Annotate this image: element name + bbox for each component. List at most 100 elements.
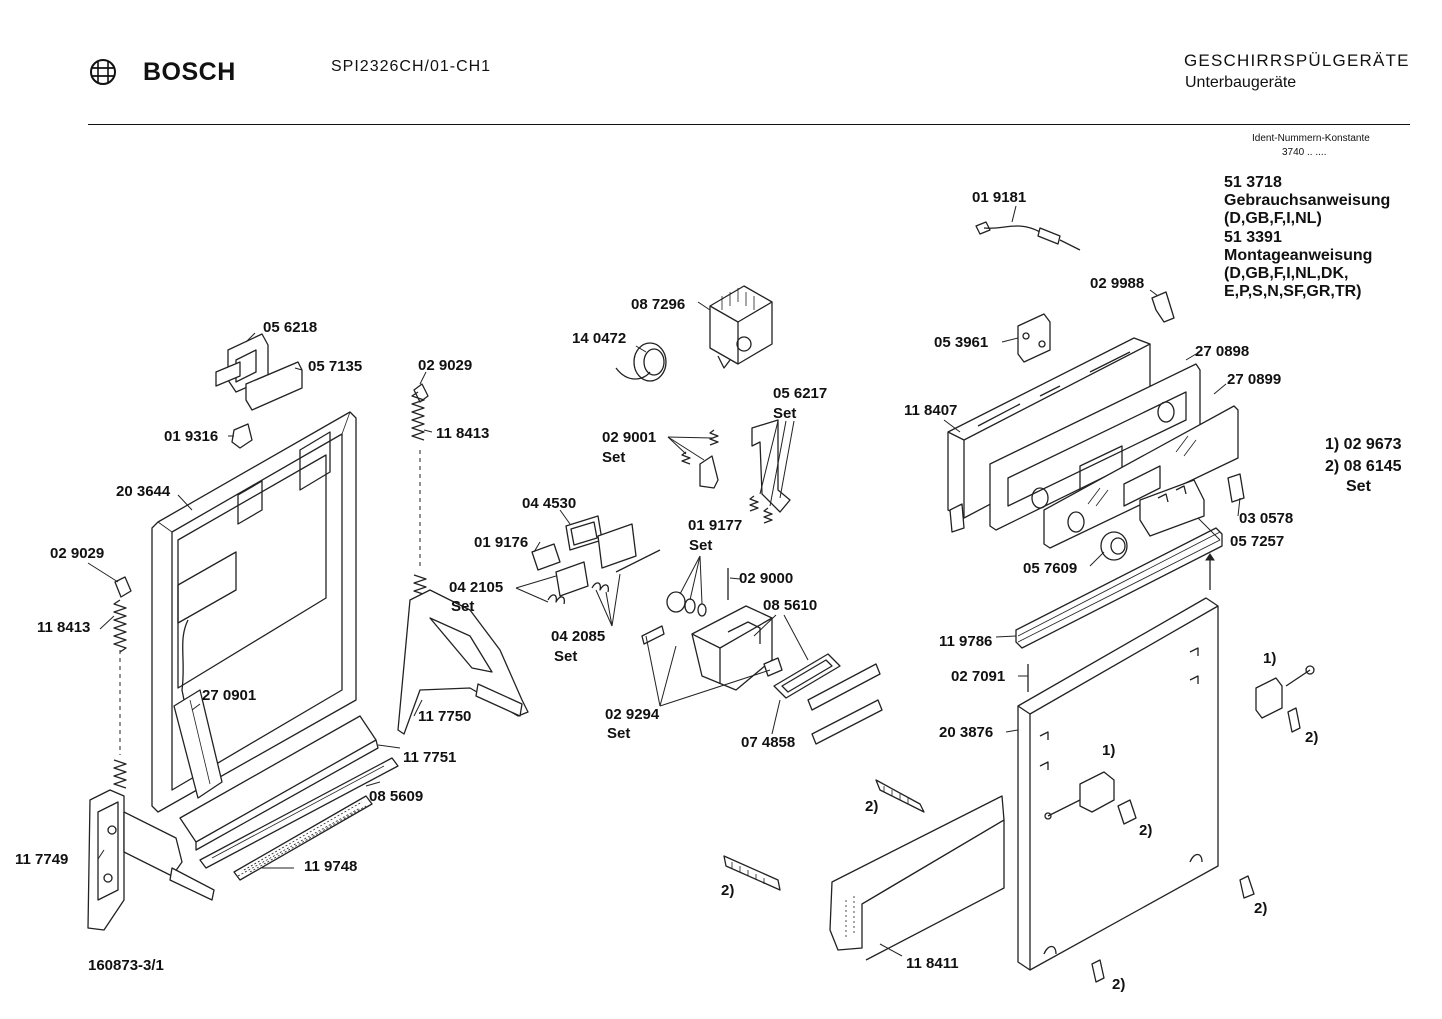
part-label-270899: 27 0899 bbox=[1227, 371, 1282, 388]
header-divider bbox=[88, 124, 1410, 125]
part-label-074858: 07 4858 bbox=[741, 734, 796, 751]
part-label-019177-set: Set bbox=[689, 537, 713, 554]
bracket-part bbox=[749, 419, 791, 524]
hinge-mechanism-left bbox=[87, 789, 215, 931]
part-label-019181: 01 9181 bbox=[972, 189, 1027, 206]
cable-sensor bbox=[975, 221, 1081, 251]
timer-unit bbox=[709, 285, 773, 369]
part-label-029029-left: 02 9029 bbox=[50, 545, 105, 562]
part-label-085609: 08 5609 bbox=[369, 788, 424, 805]
part-label-118413-left: 11 8413 bbox=[37, 619, 91, 636]
category-title: GESCHIRRSPÜLGERÄTE bbox=[1184, 51, 1410, 70]
part-label-118413-right: 11 8413 bbox=[436, 425, 490, 442]
part-label-042105: 04 2105 bbox=[449, 579, 504, 596]
hinge-plate-right bbox=[397, 383, 529, 735]
doc-2-number: 51 3391 bbox=[1224, 229, 1282, 246]
program-knob bbox=[1100, 531, 1128, 561]
part-label-056217: 05 6217 bbox=[773, 385, 828, 402]
part-label-019316: 01 9316 bbox=[164, 428, 219, 445]
screw-part bbox=[1027, 553, 1215, 692]
doc-1-title: Gebrauchsanweisung bbox=[1224, 192, 1391, 209]
part-label-117750: 11 7750 bbox=[418, 708, 472, 725]
part-label-019176: 01 9176 bbox=[474, 534, 529, 551]
legend-item-2: 2) 08 6145 bbox=[1325, 458, 1402, 475]
ref-marker-2-strip-lower: 2) bbox=[721, 882, 735, 899]
bosch-logo-icon bbox=[90, 59, 116, 85]
part-label-029294: 02 9294 bbox=[605, 706, 660, 723]
part-label-117751: 11 7751 bbox=[403, 749, 457, 766]
part-label-053961: 05 3961 bbox=[934, 334, 989, 351]
clip-part bbox=[231, 423, 253, 449]
part-label-118407: 11 8407 bbox=[904, 402, 958, 419]
ref-marker-2-right-upper: 2) bbox=[1305, 729, 1319, 746]
part-label-044530: 04 4530 bbox=[522, 495, 577, 512]
part-label-029000: 02 9000 bbox=[739, 570, 794, 587]
door-handle-part bbox=[1139, 479, 1205, 537]
gasket-frame bbox=[773, 653, 841, 699]
part-label-270898: 27 0898 bbox=[1195, 343, 1250, 360]
rail-long bbox=[179, 715, 399, 869]
push-button-part bbox=[1227, 473, 1245, 503]
category-subtitle: Unterbaugeräte bbox=[1185, 74, 1297, 91]
door-panel bbox=[1017, 597, 1219, 971]
part-label-140472: 14 0472 bbox=[572, 330, 627, 347]
part-label-019177: 01 9177 bbox=[688, 517, 743, 534]
part-label-119748: 11 9748 bbox=[304, 858, 358, 875]
part-label-042085-set: Set bbox=[554, 648, 578, 665]
drawing-number: 160873-3/1 bbox=[88, 957, 164, 974]
part-label-087296: 08 7296 bbox=[631, 296, 686, 313]
doc-2-title: Montageanweisung bbox=[1224, 247, 1373, 264]
doc-1-number: 51 3718 bbox=[1224, 174, 1282, 191]
part-label-029988: 02 9988 bbox=[1090, 275, 1145, 292]
valve-block bbox=[641, 605, 783, 691]
model-number: SPI2326CH/01-CH1 bbox=[331, 58, 492, 75]
glass-panel bbox=[1043, 405, 1239, 549]
part-label-029001: 02 9001 bbox=[602, 429, 657, 446]
latch-assembly bbox=[1044, 771, 1137, 825]
part-label-203644: 20 3644 bbox=[116, 483, 171, 500]
part-label-056218: 05 6218 bbox=[263, 319, 318, 336]
part-label-029001-set: Set bbox=[602, 449, 626, 466]
legend-item-1: 1) 02 9673 bbox=[1325, 436, 1402, 453]
part-label-042085: 04 2085 bbox=[551, 628, 606, 645]
wire-harness bbox=[173, 619, 223, 799]
part-label-030578: 03 0578 bbox=[1239, 510, 1294, 527]
part-label-042105-set: Set bbox=[451, 598, 475, 615]
lock-part bbox=[681, 429, 719, 489]
part-label-057609: 05 7609 bbox=[1023, 560, 1078, 577]
part-label-117749: 11 7749 bbox=[15, 851, 69, 868]
ref-marker-2-center: 2) bbox=[1139, 822, 1153, 839]
part-label-118411: 11 8411 bbox=[906, 955, 959, 972]
part-label-270901: 27 0901 bbox=[202, 687, 257, 704]
part-label-057135: 05 7135 bbox=[308, 358, 363, 375]
part-label-085610: 08 5610 bbox=[763, 597, 818, 614]
side-latch bbox=[1091, 665, 1315, 983]
base-panel bbox=[829, 795, 1005, 961]
mounting-bracket bbox=[1017, 313, 1051, 363]
sealing-rings bbox=[666, 568, 729, 617]
ref-marker-2-bottom: 2) bbox=[1112, 976, 1126, 993]
door-rail-strips bbox=[807, 663, 883, 745]
part-label-119786: 11 9786 bbox=[939, 633, 993, 650]
part-label-057257: 05 7257 bbox=[1230, 533, 1285, 550]
ref-marker-2-right-lower: 2) bbox=[1254, 900, 1268, 917]
control-knob-part bbox=[615, 342, 667, 382]
brand-name: BOSCH bbox=[143, 58, 236, 86]
seal-strip bbox=[233, 795, 373, 881]
part-label-203876: 20 3876 bbox=[939, 724, 994, 741]
ident-title: Ident-Nummern-Konstante bbox=[1252, 133, 1370, 144]
rubber-strip bbox=[1015, 527, 1223, 649]
part-label-027091: 02 7091 bbox=[951, 668, 1006, 685]
ref-marker-1-right: 1) bbox=[1263, 650, 1277, 667]
cover-cap bbox=[1151, 291, 1175, 323]
part-label-056217-set: Set bbox=[773, 405, 797, 422]
leader-lines bbox=[87, 205, 1241, 957]
ref-marker-2-strip-upper: 2) bbox=[865, 798, 879, 815]
gasket-pads bbox=[531, 515, 661, 605]
mounting-strips bbox=[723, 779, 925, 891]
ref-marker-1-center: 1) bbox=[1102, 742, 1116, 759]
hinge-bracket-top bbox=[215, 333, 303, 411]
doc-1-languages: (D,GB,F,I,NL) bbox=[1224, 210, 1322, 227]
